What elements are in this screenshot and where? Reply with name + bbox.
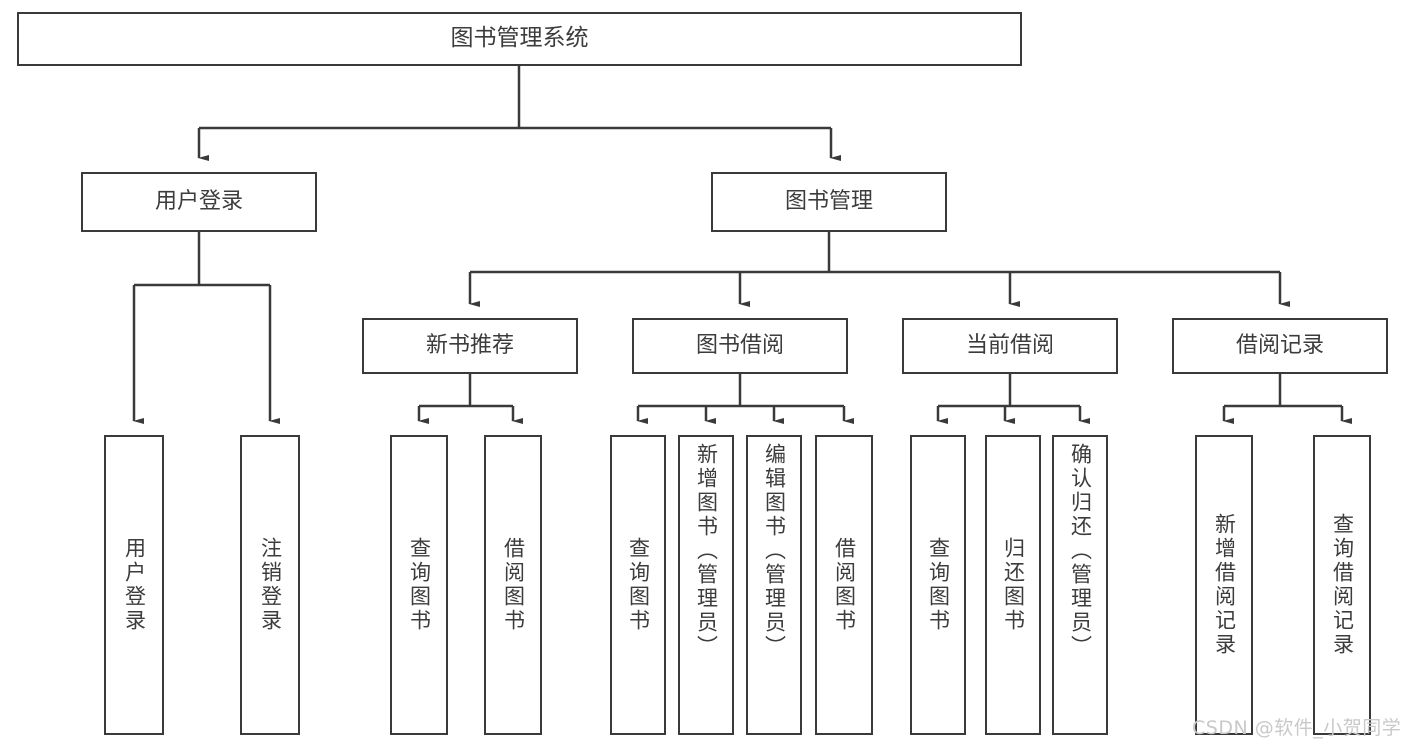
leaf-node-label: 查询图书	[407, 537, 432, 633]
leaf-node[interactable]: 借阅图书	[484, 435, 542, 735]
node-book-borrow-label: 图书借阅	[695, 333, 784, 359]
leaf-node[interactable]: 查询图书	[390, 435, 448, 735]
leaf-node-label: 归还图书	[1001, 537, 1026, 633]
leaf-node[interactable]: 查询图书	[610, 435, 666, 735]
leaf-node-label: 查询图书	[626, 537, 651, 633]
node-book-management[interactable]: 图书管理	[711, 172, 947, 232]
leaf-node-label: 借阅图书	[501, 537, 526, 633]
leaf-node-label: 查询图书	[926, 537, 951, 633]
node-borrow-record[interactable]: 借阅记录	[1172, 318, 1388, 374]
leaf-node[interactable]: 确认归还（管理员）	[1052, 435, 1108, 735]
leaf-node-label: 新增图书（管理员）	[694, 443, 719, 659]
leaf-node[interactable]: 编辑图书（管理员）	[746, 435, 802, 735]
node-book-management-label: 图书管理	[784, 189, 873, 215]
node-user-login[interactable]: 用户登录	[81, 172, 317, 232]
leaf-node[interactable]: 新增借阅记录	[1195, 435, 1253, 735]
leaf-node[interactable]: 归还图书	[985, 435, 1041, 735]
csdn-watermark: CSDN @软件_小贺同学	[1192, 717, 1402, 739]
node-new-book-recommend-label: 新书推荐	[425, 333, 514, 359]
leaf-node-label: 确认归还（管理员）	[1068, 443, 1093, 659]
node-root[interactable]: 图书管理系统	[17, 12, 1022, 66]
leaf-node[interactable]: 查询图书	[910, 435, 966, 735]
leaf-node-label: 注销登录	[258, 537, 283, 633]
leaf-node[interactable]: 注销登录	[240, 435, 300, 735]
node-current-borrow[interactable]: 当前借阅	[902, 318, 1118, 374]
leaf-node[interactable]: 用户登录	[104, 435, 164, 735]
leaf-node-label: 新增借阅记录	[1212, 513, 1237, 657]
leaf-node-label: 查询借阅记录	[1330, 513, 1355, 657]
node-borrow-record-label: 借阅记录	[1235, 333, 1324, 359]
node-current-borrow-label: 当前借阅	[965, 333, 1054, 359]
leaf-node[interactable]: 查询借阅记录	[1313, 435, 1371, 735]
leaf-node-label: 用户登录	[122, 537, 147, 633]
leaf-node[interactable]: 新增图书（管理员）	[678, 435, 734, 735]
node-root-label: 图书管理系统	[450, 25, 589, 52]
leaf-node-label: 借阅图书	[832, 537, 857, 633]
leaf-node[interactable]: 借阅图书	[815, 435, 873, 735]
node-book-borrow[interactable]: 图书借阅	[632, 318, 848, 374]
node-new-book-recommend[interactable]: 新书推荐	[362, 318, 578, 374]
node-user-login-label: 用户登录	[154, 189, 243, 215]
leaf-node-label: 编辑图书（管理员）	[762, 443, 787, 659]
